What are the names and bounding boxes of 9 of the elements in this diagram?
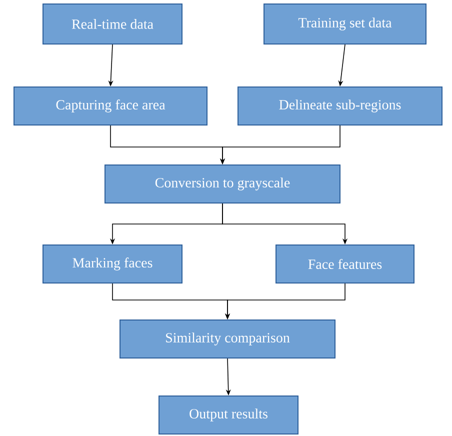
process-box: Output results <box>158 396 298 434</box>
process-box: Delineate sub-regions <box>238 86 442 126</box>
process-box: Marking faces <box>42 244 182 284</box>
process-box: Similarity comparison <box>120 320 336 358</box>
process-box: Capturing face area <box>14 86 208 126</box>
process-box: Training set data <box>264 4 426 44</box>
process-box: Face features <box>276 244 414 284</box>
process-box: Real-time data <box>42 4 182 44</box>
process-box: Conversion to grayscale <box>104 164 340 204</box>
